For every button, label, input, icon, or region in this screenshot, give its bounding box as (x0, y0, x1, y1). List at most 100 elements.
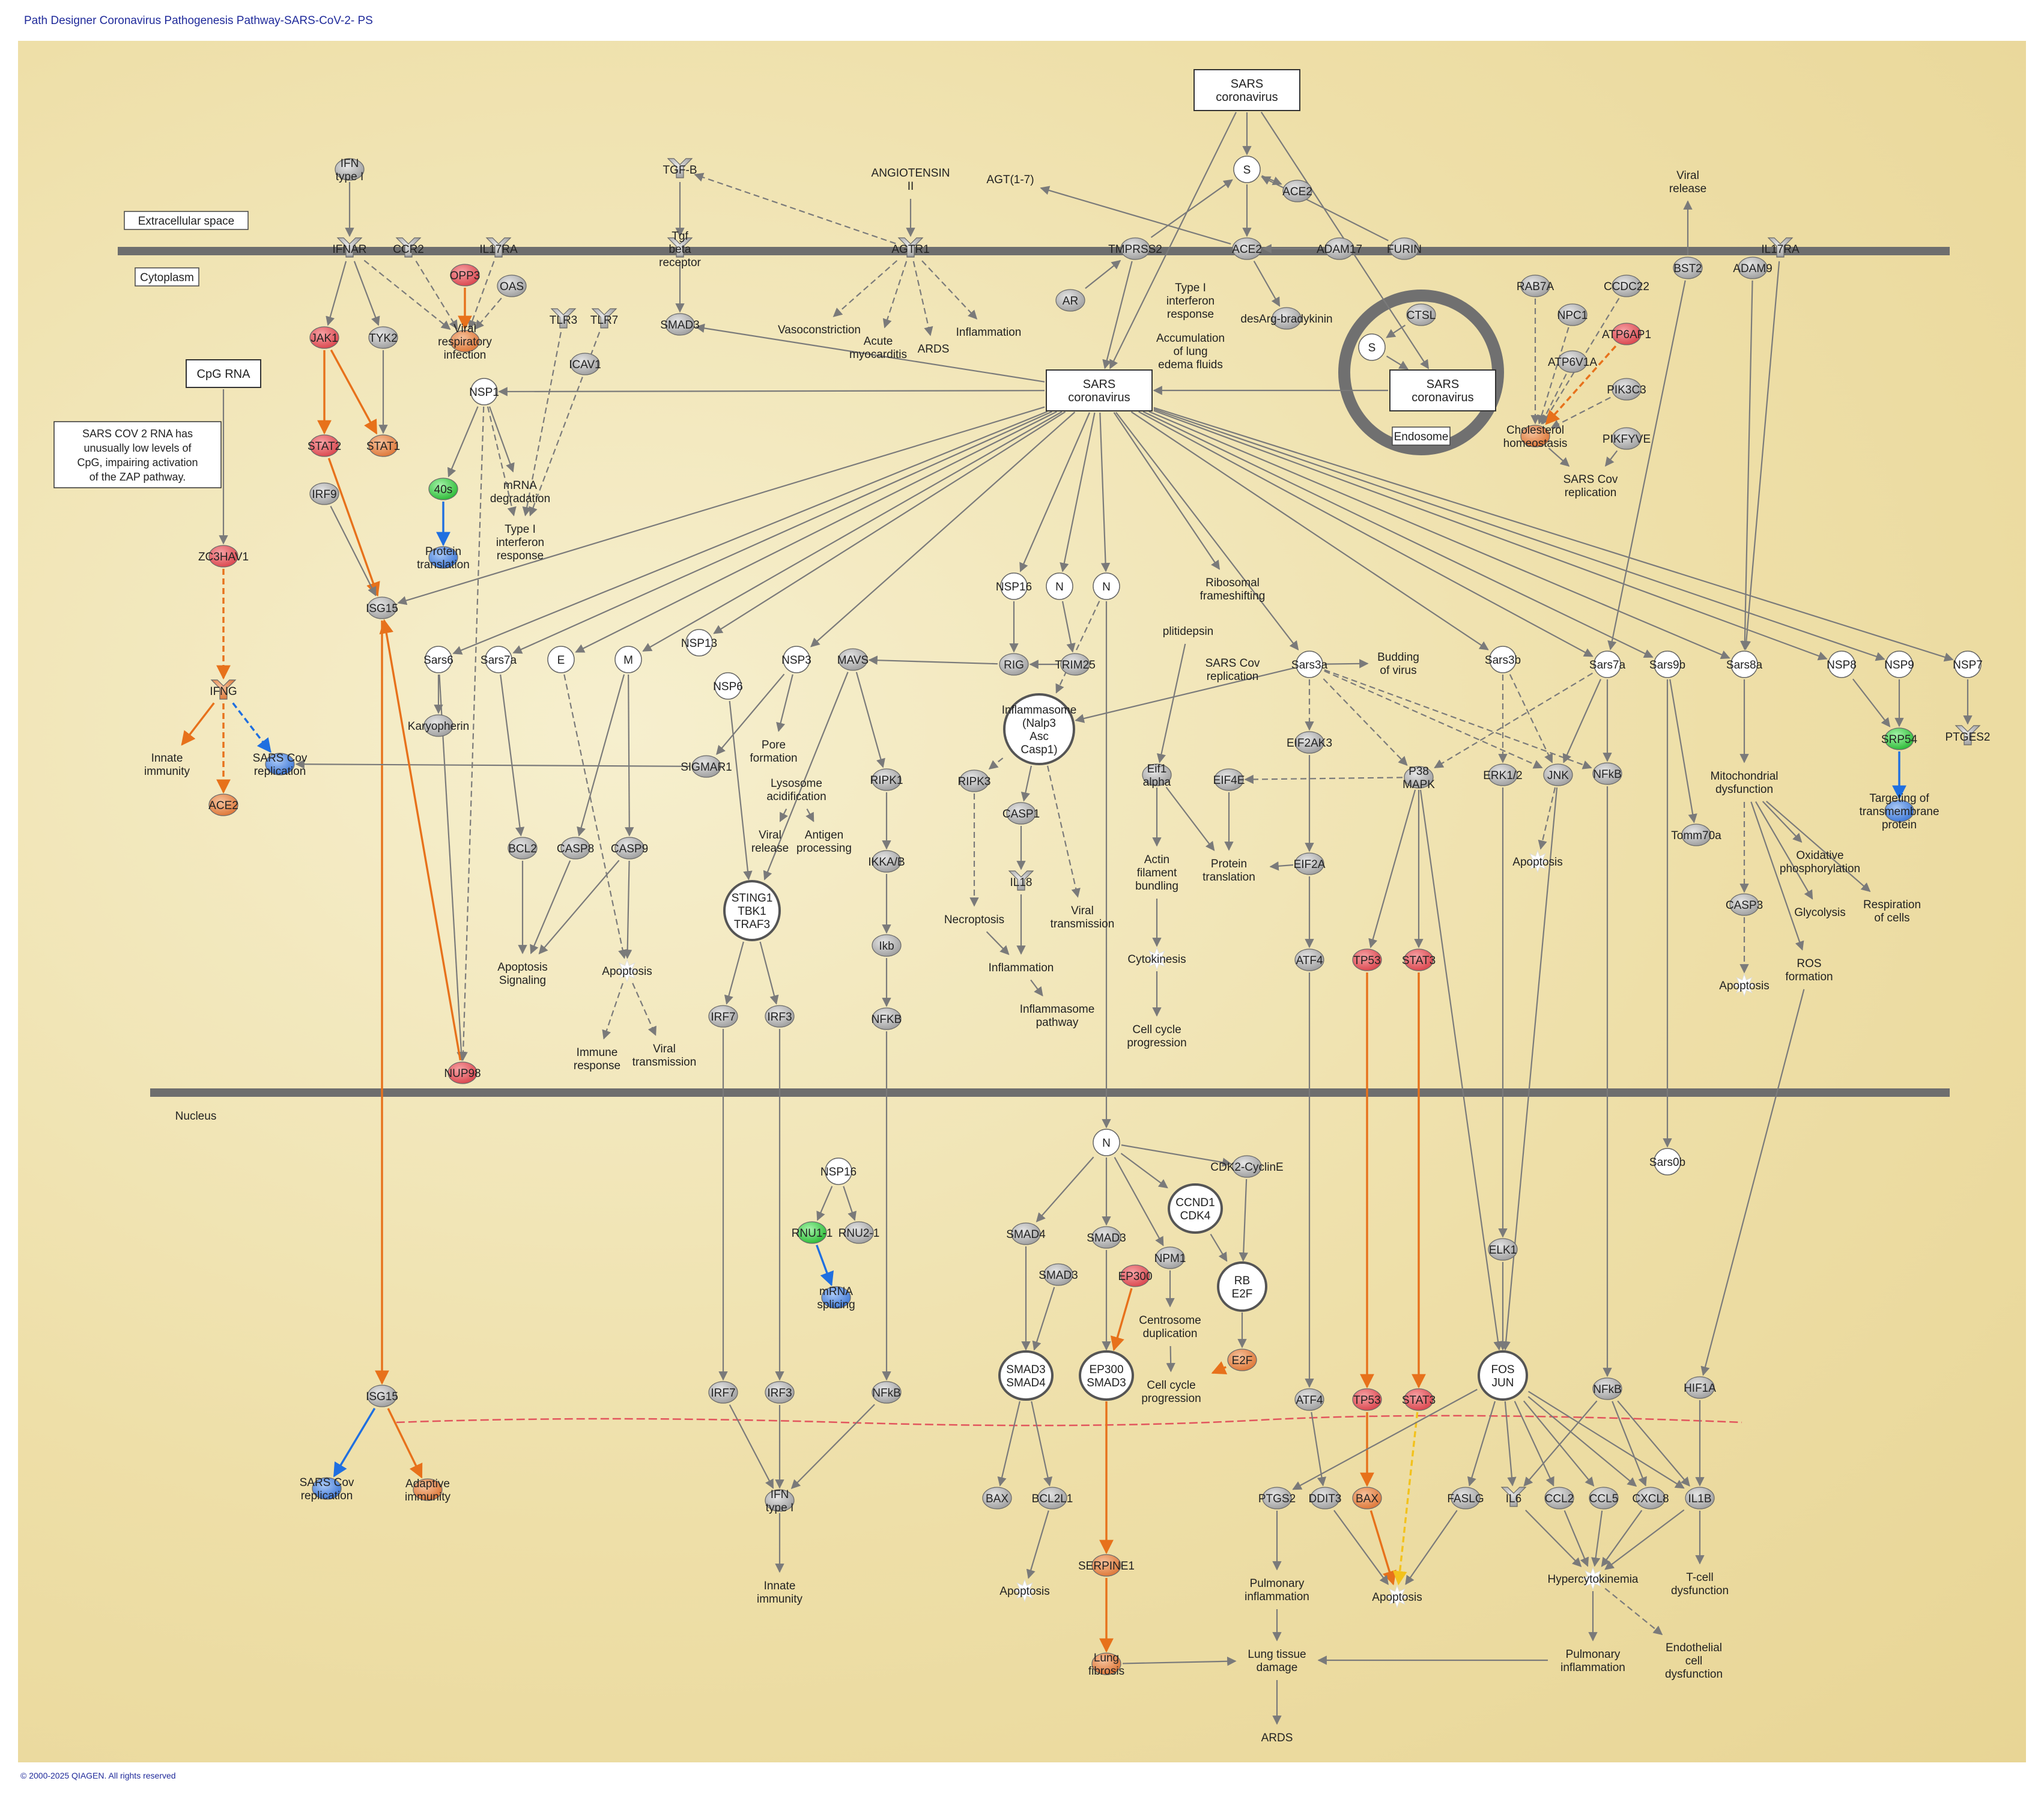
node-s_top[interactable]: S (1233, 156, 1261, 183)
node-sars3b[interactable]: Sars3b (1485, 646, 1521, 673)
node-mavs[interactable]: MAVS (837, 648, 869, 671)
node-adam17[interactable]: ADAM17 (1317, 237, 1362, 260)
node-karyopherin[interactable]: Karyopherin (408, 714, 469, 737)
node-apoptosis_l[interactable]: Apoptosis (602, 959, 652, 983)
node-irf3_n[interactable]: IRF3 (765, 1381, 795, 1404)
node-agtr1[interactable]: AGTR1 (891, 237, 930, 258)
node-ar[interactable]: AR (1055, 289, 1085, 312)
node-stat2[interactable]: STAT2 (308, 434, 341, 457)
node-adam9[interactable]: ADAM9 (1733, 256, 1773, 279)
node-rnu2[interactable]: RNU2-1 (839, 1221, 880, 1244)
node-ace2_top[interactable]: ACE2 (1282, 180, 1312, 202)
node-il17ra_right[interactable]: IL17RA (1761, 237, 1800, 258)
node-s_endo[interactable]: S (1358, 333, 1386, 361)
node-inflammation_top[interactable]: Inflammation (956, 326, 1022, 339)
node-ccl2[interactable]: CCL2 (1544, 1487, 1574, 1509)
node-ripk3[interactable]: RIPK3 (958, 769, 991, 792)
node-ribosomal40s[interactable]: 40s (428, 478, 458, 500)
node-tlr7[interactable]: TLR7 (590, 308, 618, 329)
node-bcl2[interactable]: BCL2 (508, 837, 538, 860)
node-isg15_n[interactable]: ISG15 (366, 1385, 398, 1407)
node-ace2_mem[interactable]: ACE2 (1232, 237, 1262, 260)
node-nfkb_c[interactable]: NFKB (872, 1007, 902, 1030)
node-ddit3[interactable]: DDIT3 (1309, 1487, 1342, 1509)
node-vasoconstriction[interactable]: Vasoconstriction (778, 324, 861, 336)
node-apoptosis_br[interactable]: Apoptosis (1372, 1585, 1422, 1609)
node-stat3_n[interactable]: STAT3 (1402, 1388, 1436, 1411)
node-eif2ak3[interactable]: EIF2AK3 (1287, 731, 1332, 754)
node-ep300_a[interactable]: EP300 (1118, 1264, 1153, 1287)
node-pikfyve[interactable]: PIKFYVE (1603, 427, 1651, 450)
node-cytokinesis[interactable]: Cytokinesis (1127, 947, 1186, 971)
node-m_prot[interactable]: M (614, 646, 642, 673)
node-ccdc22[interactable]: CCDC22 (1604, 275, 1649, 297)
node-nsp6[interactable]: NSP6 (713, 672, 743, 700)
node-bax_r[interactable]: BAX (1352, 1487, 1382, 1509)
node-ikkab[interactable]: IKKA/B (868, 850, 905, 873)
node-tgfb[interactable]: TGF-B (663, 158, 697, 178)
node-hypercyto[interactable]: Hypercytokinemia (1548, 1567, 1639, 1591)
node-ards_b[interactable]: ARDS (1261, 1732, 1293, 1744)
node-nup98[interactable]: NUP98 (444, 1061, 481, 1084)
node-smad3_top[interactable]: SMAD3 (660, 313, 700, 336)
node-elk1[interactable]: ELK1 (1488, 1238, 1518, 1261)
node-nsp3[interactable]: NSP3 (781, 646, 811, 673)
node-apoptosis_r[interactable]: Apoptosis (1512, 849, 1563, 873)
node-sars8a[interactable]: Sars8a (1726, 651, 1763, 678)
node-isg15_top[interactable]: ISG15 (366, 596, 398, 619)
node-srp54[interactable]: SRP54 (1881, 727, 1918, 750)
node-hif1a[interactable]: HIF1A (1684, 1376, 1716, 1399)
node-atf4_n[interactable]: ATF4 (1294, 1388, 1324, 1411)
node-ric[interactable]: RIG (999, 653, 1029, 676)
node-pik3c3[interactable]: PIK3C3 (1607, 378, 1646, 401)
node-e2f[interactable]: E2F (1227, 1348, 1257, 1371)
node-n_c1[interactable]: N (1046, 572, 1073, 600)
node-stat1[interactable]: STAT1 (366, 434, 400, 457)
node-bax_l[interactable]: BAX (982, 1487, 1012, 1509)
node-opp3[interactable]: OPP3 (450, 264, 481, 287)
node-tp53_c[interactable]: TP53 (1352, 948, 1382, 971)
node-zc3hav1[interactable]: ZC3HAV1 (198, 545, 249, 568)
node-apoptosis_b[interactable]: Apoptosis (999, 1579, 1050, 1603)
node-nsp16[interactable]: NSP16 (996, 572, 1032, 600)
node-tyk2[interactable]: TYK2 (368, 326, 398, 349)
node-nsp16_n[interactable]: NSP16 (820, 1157, 857, 1185)
node-nfkb_n[interactable]: NFkB (872, 1381, 902, 1404)
node-desarg[interactable]: desArg-bradykinin (1240, 307, 1333, 330)
node-stat3_c[interactable]: STAT3 (1402, 948, 1436, 971)
node-nfkb_nr[interactable]: NFkB (1592, 1377, 1622, 1400)
node-n_nuc[interactable]: N (1093, 1129, 1120, 1156)
node-bst2[interactable]: BST2 (1673, 256, 1703, 279)
node-sars6[interactable]: Sars6 (423, 646, 453, 673)
node-smad4_a[interactable]: SMAD4 (1006, 1222, 1046, 1245)
node-serpine1[interactable]: SERPINE1 (1078, 1554, 1135, 1577)
node-atp6v1a[interactable]: ATP6V1A (1548, 350, 1597, 373)
node-oas[interactable]: OAS (497, 275, 527, 297)
node-ifng[interactable]: IFNG (210, 679, 237, 700)
